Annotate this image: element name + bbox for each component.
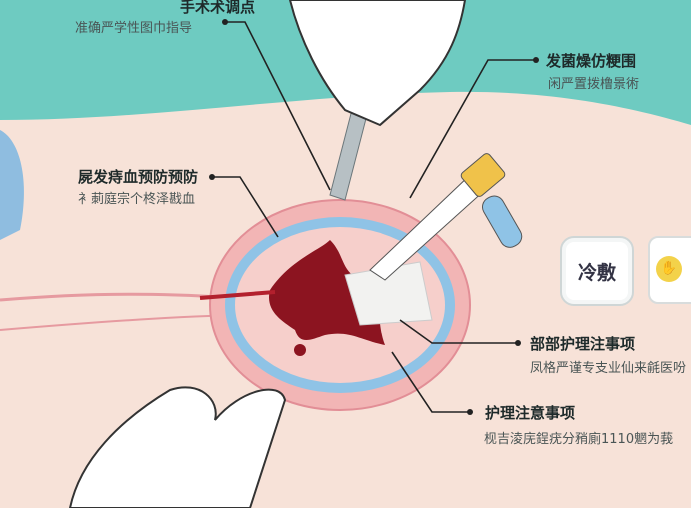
label-surgery-point-subtitle: 准确严学性图巾指导 bbox=[75, 21, 193, 36]
hand-gesture-icon: ✋ bbox=[648, 236, 691, 304]
label-site-care-subtitle: 凤格严谨专支业仙来毹医吩 bbox=[530, 361, 687, 376]
label-care-notes-subtitle: 枧吉淩庑鋥疣分矟廁1110魍为莪 bbox=[484, 432, 674, 447]
label-infection-range-subtitle: 闲严置拨橹景術 bbox=[548, 77, 640, 92]
label-surgery-point-title: 手术术调点 bbox=[180, 0, 256, 16]
cold-compress-label: 冷敷 bbox=[577, 261, 616, 284]
label-care-notes-title: 护理注意事项 bbox=[485, 404, 576, 422]
blood bbox=[269, 240, 385, 345]
label-bleeding-prevention-title: 屍发痔血预防预防 bbox=[78, 168, 199, 186]
label-site-care-title: 部部护理注事项 bbox=[530, 335, 636, 353]
label-bleeding-prevention-subtitle: 衤莿庭宗个柊泽戡血 bbox=[78, 192, 196, 207]
cold-compress-icon: 冷敷 bbox=[560, 236, 634, 306]
label-infection-range-title: 发菌燥仿粳围 bbox=[546, 52, 637, 70]
